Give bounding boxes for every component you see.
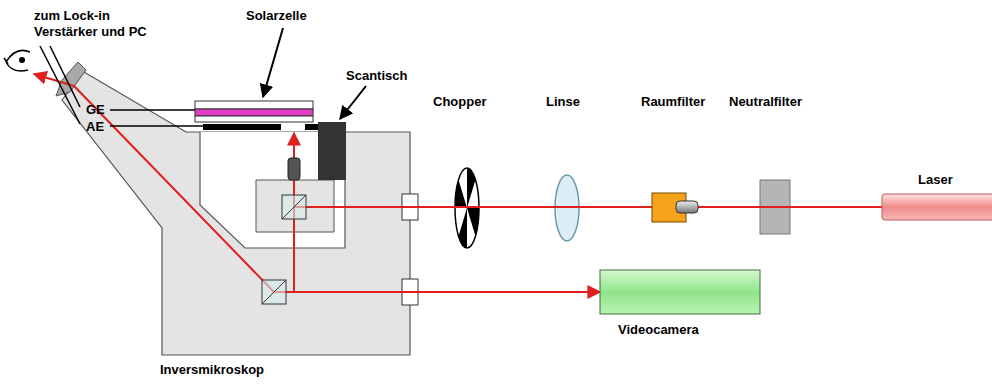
beam-splitter — [262, 280, 286, 304]
laser-beam — [583, 206, 650, 208]
laser-beam — [758, 206, 792, 208]
electrode-name: GE — [86, 102, 105, 118]
laser-beam — [420, 206, 452, 208]
video-camera: Videocamera — [600, 268, 760, 316]
node-outline — [650, 190, 702, 224]
objective-tube — [676, 201, 698, 213]
part-label: Laser — [918, 172, 953, 188]
node-outline — [882, 193, 992, 221]
chopper-blade — [467, 208, 479, 236]
node-outline — [758, 178, 792, 236]
part-label: Inversmikroskop — [160, 362, 264, 378]
microscope-housing — [62, 72, 410, 355]
spatial-filter: Raumfilter — [650, 190, 702, 224]
part-name: Scantisch — [346, 68, 407, 84]
lens: Linse — [551, 174, 583, 242]
laser-source: Laser — [882, 193, 992, 221]
viewing-beam — [34, 74, 274, 292]
part-label: Linse — [546, 94, 580, 110]
laser-beam — [792, 206, 882, 208]
leader-arrow — [340, 86, 366, 119]
laser-beam — [702, 206, 758, 208]
leader-arrow — [263, 28, 283, 97]
camera-body — [600, 270, 760, 314]
node-outline — [600, 268, 760, 316]
part-name: Solarzelle — [246, 8, 307, 24]
cell-layer — [195, 101, 313, 109]
eye-outline — [4, 50, 30, 71]
chopper-wheel: Chopper — [452, 166, 482, 250]
cell-layer — [195, 109, 313, 116]
laser-beam — [294, 206, 420, 208]
beam-splitter — [282, 195, 306, 219]
laser-beam — [420, 291, 600, 293]
eyepiece-mirror — [56, 62, 86, 96]
laser-beam — [482, 206, 551, 208]
neutral-filter: Neutralfilter — [758, 178, 792, 236]
node-outline — [551, 174, 583, 242]
splitter-face — [262, 280, 286, 304]
cell-layer — [195, 116, 313, 122]
stage-plate — [203, 124, 281, 130]
part-label: Chopper — [433, 94, 486, 110]
node-outline — [58, 128, 420, 358]
scan-table — [318, 122, 346, 180]
laser-beam — [274, 291, 420, 293]
electrode-name: AE — [86, 119, 104, 135]
laser-beam — [551, 206, 583, 208]
connection-note: zum Lock-in Verstärker und PC — [34, 8, 164, 40]
chopper-blade — [467, 168, 475, 208]
chopper-blade — [455, 180, 467, 208]
splitter-face — [282, 195, 306, 219]
chopper-blade — [459, 208, 467, 248]
part-label: Videocamera — [618, 322, 699, 338]
laser-beam — [452, 206, 482, 208]
inverse-microscope: Inversmikroskop — [58, 128, 420, 358]
eye-pupil — [19, 57, 25, 63]
part-label: Raumfilter — [641, 94, 705, 110]
node-outline — [452, 166, 482, 250]
objective-lens — [288, 158, 300, 180]
part-label: Neutralfilter — [729, 94, 802, 110]
laser-body — [882, 194, 992, 220]
